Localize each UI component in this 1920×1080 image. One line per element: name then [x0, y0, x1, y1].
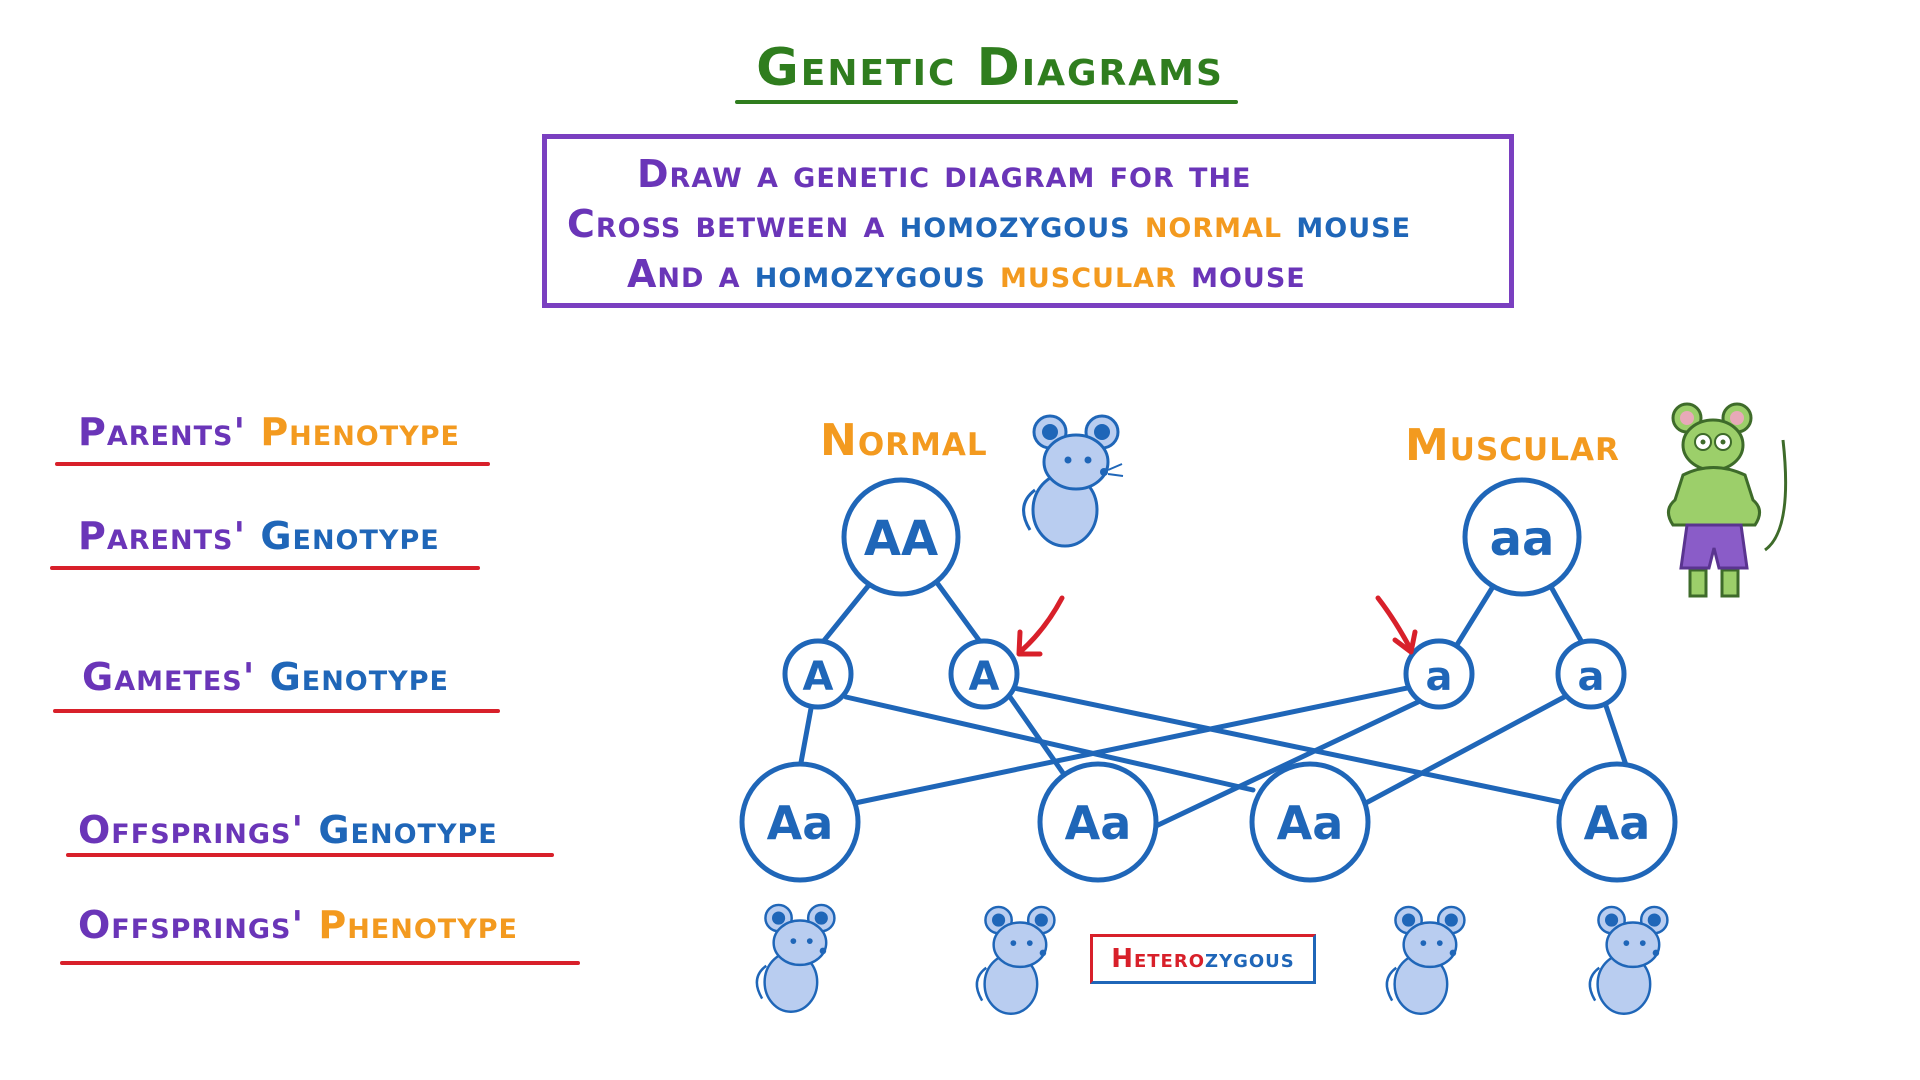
label-gametes-genotype: Gametes' Genotype	[82, 655, 449, 699]
label-part: Parents'	[78, 514, 261, 558]
mouse-icon	[755, 903, 836, 1013]
parent-muscular-circle	[1462, 477, 1582, 597]
label-part: Offsprings'	[78, 903, 319, 947]
label-part: Genotype	[260, 514, 440, 558]
gamete-label: a	[1578, 654, 1605, 700]
line-g1-o3	[843, 694, 1256, 793]
gamete-label: a	[1426, 654, 1453, 700]
label-part: Genotype	[269, 655, 449, 699]
label-offsprings-phenotype: Offsprings' Phenotype	[78, 903, 518, 947]
line-g4-o3	[1361, 692, 1571, 807]
task-text: mouse	[1296, 202, 1412, 246]
offspring-genotype: Aa	[1065, 796, 1132, 850]
label-parents-phenotype: Parents' Phenotype	[78, 410, 460, 454]
gamete-label: A	[803, 654, 834, 700]
gamete-circle-4	[1555, 638, 1627, 710]
underline-gametes-genotype	[53, 709, 500, 713]
title-underline	[735, 100, 1238, 104]
gamete-circle-2	[948, 638, 1020, 710]
label-offsprings-genotype: Offsprings' Genotype	[78, 808, 498, 852]
offspring-circle-4	[1556, 761, 1678, 883]
task-text: homozygous	[899, 202, 1145, 246]
task-text: muscular	[1000, 252, 1192, 296]
label-part: Phenotype	[318, 903, 518, 947]
task-line-2: Cross between a homozygous normal mouse	[567, 199, 1411, 249]
parent-normal-genotype: AA	[864, 511, 938, 567]
parent-normal-circle	[841, 477, 961, 597]
task-text: Cross between a	[567, 202, 900, 246]
line-parent2-gamete4	[1547, 582, 1587, 649]
gamete-label: A	[969, 654, 1000, 700]
offspring-circle-3	[1249, 761, 1371, 883]
task-text: Draw a genetic diagram for the	[637, 152, 1252, 196]
mouse-icon	[1385, 905, 1466, 1015]
page-title: Genetic Diagrams	[756, 38, 1224, 98]
line-parent2-gamete3	[1452, 582, 1497, 651]
gamete-circle-1	[782, 638, 854, 710]
label-part: Phenotype	[260, 410, 460, 454]
label-part: Parents'	[78, 410, 261, 454]
phenotype-muscular: Muscular	[1405, 420, 1620, 471]
gamete-circle-3	[1403, 638, 1475, 710]
offspring-genotype: Aa	[767, 796, 834, 850]
line-g1-o1	[797, 700, 815, 771]
task-box: Draw a genetic diagram for the Cross bet…	[542, 134, 1514, 308]
task-text: normal	[1144, 202, 1297, 246]
task-line-1: Draw a genetic diagram for the	[637, 149, 1251, 199]
underline-parents-genotype	[50, 566, 480, 570]
underline-offsprings-genotype	[66, 853, 554, 857]
label-part: Gametes'	[82, 655, 270, 699]
task-line-3: And a homozygous muscular mouse	[627, 249, 1306, 299]
underline-parents-phenotype	[55, 462, 490, 466]
offspring-genotype: Aa	[1584, 796, 1651, 850]
offspring-circle-2	[1037, 761, 1159, 883]
connection-lines	[797, 577, 1630, 829]
underline-offsprings-phenotype	[60, 961, 580, 965]
line-g4-o4	[1601, 697, 1630, 771]
heterozygous-label: Heterozygous	[1090, 934, 1316, 984]
mouse-icon	[1022, 414, 1124, 548]
label-parents-genotype: Parents' Genotype	[78, 514, 440, 558]
task-text: And a	[627, 252, 755, 296]
hetero-part: zygous	[1205, 944, 1295, 974]
mouse-icon	[1588, 905, 1669, 1015]
offspring-genotype: Aa	[1277, 796, 1344, 850]
arrow-icon-left	[1016, 595, 1065, 657]
label-part: Genotype	[318, 808, 498, 852]
muscular-mouse-icon	[1667, 402, 1788, 598]
line-parent1-gamete1	[815, 577, 876, 651]
offspring-circle-1	[739, 761, 861, 883]
line-g2-o4	[1011, 685, 1563, 805]
parent-muscular-genotype: aa	[1490, 511, 1555, 567]
arrow-icon-right	[1375, 595, 1418, 655]
line-g3-o1	[852, 684, 1415, 806]
mouse-icon	[975, 905, 1056, 1015]
phenotype-normal: Normal	[820, 415, 988, 466]
task-text: mouse	[1191, 252, 1306, 296]
line-g3-o2	[1153, 699, 1421, 829]
hetero-part: Hetero	[1111, 944, 1206, 974]
task-text: homozygous	[754, 252, 1000, 296]
line-parent1-gamete2	[932, 577, 987, 650]
label-part: Offsprings'	[78, 808, 319, 852]
